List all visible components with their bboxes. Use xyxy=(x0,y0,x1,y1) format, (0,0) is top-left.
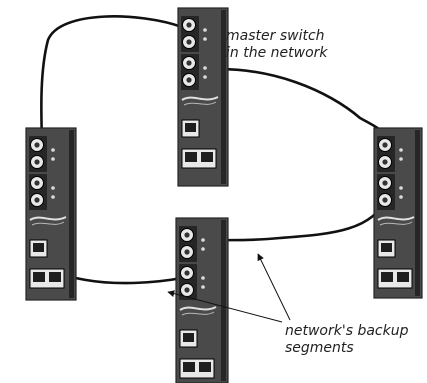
rj45-port-socket xyxy=(183,362,195,372)
logo-swoosh xyxy=(29,216,67,221)
status-led xyxy=(203,28,207,32)
fiber-port-core xyxy=(184,232,190,238)
status-led xyxy=(399,148,403,152)
backup-pointers xyxy=(167,253,291,323)
rj45-port-socket xyxy=(381,243,392,252)
logo-swoosh xyxy=(179,306,217,311)
rj45-port-socket xyxy=(185,123,196,132)
rj45-port-socket xyxy=(49,272,61,282)
pointer-arrow-right xyxy=(257,253,291,321)
fiber-port-core xyxy=(186,77,192,83)
switch-side-rail xyxy=(69,130,74,298)
rj45-port-socket xyxy=(397,272,409,282)
fiber-port-core xyxy=(184,249,190,255)
switch-side-rail xyxy=(221,10,226,184)
rj45-port-socket xyxy=(199,362,211,372)
fiber-port-core xyxy=(34,197,40,203)
fiber-port-core xyxy=(382,180,388,186)
switch-right xyxy=(373,127,423,299)
status-led xyxy=(201,247,205,251)
rj45-port-socket xyxy=(185,152,197,162)
status-led xyxy=(51,157,55,161)
fiber-port-core xyxy=(382,159,388,165)
logo-swoosh-thin xyxy=(181,311,215,316)
logo-swoosh-thin xyxy=(183,101,217,106)
fiber-port-core xyxy=(34,142,40,148)
fiber-port-core xyxy=(186,22,192,28)
fiber-port-core xyxy=(186,60,192,66)
master-caption-line-2: in the network xyxy=(226,45,328,61)
fiber-port-core xyxy=(186,39,192,45)
switch-top-master xyxy=(177,7,229,187)
status-led xyxy=(203,66,207,70)
status-led xyxy=(201,276,205,280)
fiber-port-core xyxy=(382,197,388,203)
logo-swoosh-thin xyxy=(31,221,65,226)
backup-segments-caption: network's backup segments xyxy=(285,323,408,357)
fiber-port-core xyxy=(382,142,388,148)
status-led xyxy=(399,157,403,161)
logo-swoosh xyxy=(181,96,219,101)
rj45-port-socket xyxy=(183,333,194,342)
status-led xyxy=(201,285,205,289)
fiber-port-core xyxy=(184,270,190,276)
backup-caption-line-2: segments xyxy=(285,340,354,356)
cable-top-to-left xyxy=(40,15,184,144)
status-led xyxy=(51,186,55,190)
master-switch-caption: master switch in the network xyxy=(226,28,328,62)
switch-side-rail xyxy=(221,220,226,381)
switch-side-rail xyxy=(415,130,420,296)
logo-swoosh-thin xyxy=(379,221,413,226)
status-led xyxy=(51,148,55,152)
status-led xyxy=(399,186,403,190)
master-caption-line-1: master switch xyxy=(226,28,325,44)
cable-right-to-bottom xyxy=(210,194,390,242)
status-led xyxy=(203,75,207,79)
fiber-port-core xyxy=(34,180,40,186)
rj45-port-socket xyxy=(201,152,213,162)
status-led xyxy=(51,195,55,199)
rj45-port-socket xyxy=(381,272,393,282)
fiber-port-core xyxy=(184,287,190,293)
pointer-arrow-left xyxy=(167,290,283,323)
rj45-port-socket xyxy=(33,243,44,252)
rj45-port-socket xyxy=(33,272,45,282)
status-led xyxy=(399,195,403,199)
logo-swoosh xyxy=(377,216,415,221)
cable-top-to-right xyxy=(199,67,388,142)
status-led xyxy=(201,238,205,242)
backup-caption-line-1: network's backup xyxy=(285,323,409,339)
fiber-port-core xyxy=(34,159,40,165)
switch-left xyxy=(25,127,77,301)
status-led xyxy=(203,37,207,41)
